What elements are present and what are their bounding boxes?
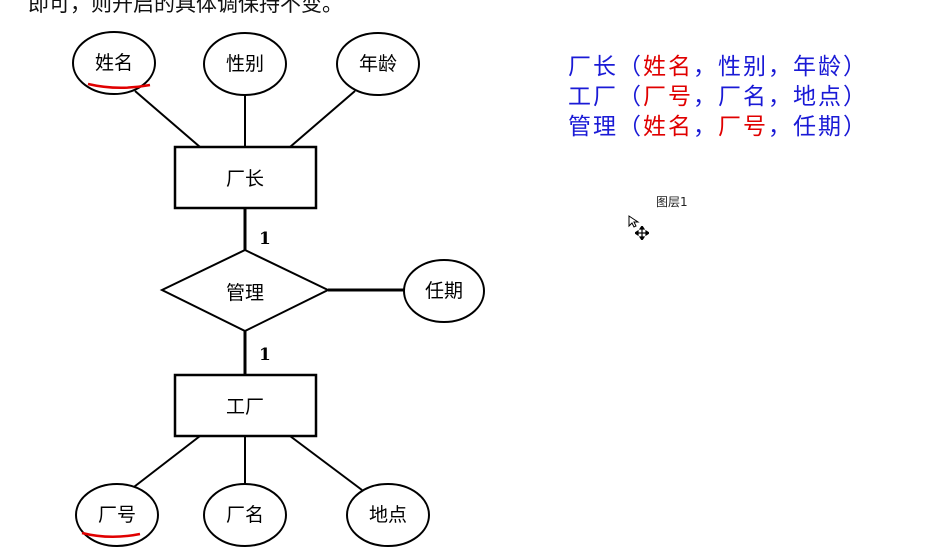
relation-manage: 管理（姓名，厂号，任期）: [568, 112, 868, 142]
relation-name: 管理: [568, 114, 618, 140]
pointer-cursor-icon: [628, 215, 640, 228]
separator: ，: [693, 114, 718, 140]
attr-gender-label: 性别: [226, 53, 264, 75]
attr-tenure-ellipse: [403, 259, 485, 323]
paren-open: （: [618, 84, 643, 110]
attr-tenure-label: 任期: [425, 280, 463, 302]
line-factory-location: [289, 435, 363, 491]
paren-open: （: [618, 114, 643, 140]
cardinality-director: 1: [259, 229, 271, 249]
paren-close: ）: [843, 54, 868, 80]
relation-attributes: ，任期: [768, 114, 843, 140]
attr-factory-name-ellipse: [203, 483, 287, 547]
relationship-manage-diamond: [159, 248, 331, 333]
relation-attributes: ，厂名，地点: [693, 84, 843, 110]
attr-location-label: 地点: [369, 504, 407, 526]
entity-director-label: 厂长: [226, 168, 264, 190]
entity-factory-label: 工厂: [226, 396, 264, 418]
key-underline-factory-no: [81, 531, 141, 538]
key-underline-name: [87, 82, 151, 89]
relation-attributes: ，性别，年龄: [693, 54, 843, 80]
cardinality-factory: 1: [259, 345, 271, 365]
attr-gender-ellipse: [203, 32, 287, 96]
move-cursor-icon[interactable]: [635, 226, 649, 240]
attr-location-ellipse: [346, 483, 430, 547]
paren-open: （: [618, 54, 643, 80]
paren-close: ）: [843, 114, 868, 140]
entity-director-box: [173, 145, 318, 210]
primary-key: 姓名: [643, 114, 693, 140]
attr-age-ellipse: [336, 32, 420, 96]
relation-director: 厂长（姓名，性别，年龄）: [568, 52, 868, 82]
attr-age-label: 年龄: [359, 53, 397, 75]
relationship-manage-label: 管理: [226, 282, 264, 304]
cut-off-paragraph-text: 即可，则开启的具体调保持不变。: [28, 0, 343, 16]
relation-schema-list: 厂长（姓名，性别，年龄） 工厂（厂号，厂名，地点） 管理（姓名，厂号，任期）: [568, 52, 868, 142]
er-connectors: [129, 90, 405, 491]
entity-factory-box: [173, 373, 318, 438]
attr-factory-no-label: 厂号: [98, 504, 136, 526]
relation-factory: 工厂（厂号，厂名，地点）: [568, 82, 868, 112]
primary-key: 厂号: [643, 84, 693, 110]
line-factory-no: [129, 435, 201, 491]
line-age-director: [289, 90, 356, 148]
primary-key: 姓名: [643, 54, 693, 80]
attr-factory-no-ellipse: [75, 483, 159, 547]
primary-key: 厂号: [718, 114, 768, 140]
layer-label: 图层1: [656, 195, 688, 209]
line-name-director: [134, 90, 201, 148]
relation-name: 工厂: [568, 84, 618, 110]
attr-factory-name-label: 厂名: [226, 504, 264, 526]
attr-name-ellipse: [72, 31, 156, 95]
paren-close: ）: [843, 84, 868, 110]
attr-name-label: 姓名: [95, 52, 133, 74]
relation-name: 厂长: [568, 54, 618, 80]
